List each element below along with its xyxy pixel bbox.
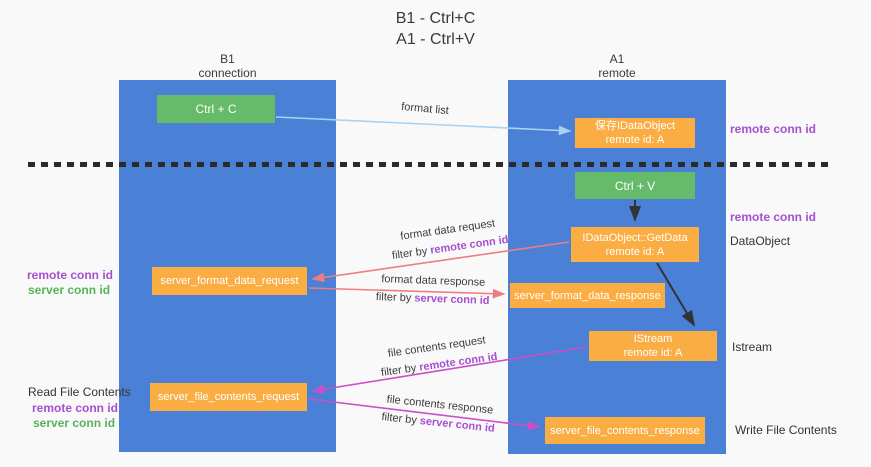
node-format-request-label: server_format_data_request	[160, 275, 299, 287]
node-server-format-data-request: server_format_data_request	[152, 267, 307, 295]
left-column-header: B1 connection	[119, 52, 336, 80]
left-label-server-conn-id-1: server conn id	[28, 283, 111, 297]
right-column-header: A1 remote	[508, 52, 726, 80]
node-server-file-contents-request: server_file_contents_request	[150, 383, 307, 411]
node-getdata-line2: remote id: A	[605, 245, 665, 258]
left-label-read-file-contents: Read File Contents	[28, 385, 131, 399]
node-file-request-label: server_file_contents_request	[157, 391, 300, 403]
right-header-role: remote	[598, 66, 636, 80]
edge-label-format-list: format list	[384, 97, 465, 122]
left-label-server-conn-id-2: server conn id	[33, 416, 116, 430]
node-ctrl-c-label: Ctrl + C	[195, 102, 237, 116]
node-save-idataobject-line2: remote id: A	[605, 134, 665, 146]
edge-label-file-contents-request: file contents request filter by remote c…	[372, 329, 504, 382]
node-format-response-label: server_format_data_response	[514, 289, 661, 302]
phase-separator-dashed-line	[28, 162, 834, 167]
node-getdata-line1: IDataObject::GetData	[582, 231, 688, 244]
node-ctrl-v: Ctrl + V	[575, 172, 695, 199]
left-label-remote-conn-id-1: remote conn id	[27, 268, 114, 282]
filter-by-text: filter by	[380, 361, 421, 380]
node-istream-line1: IStream	[633, 333, 673, 345]
right-header-name: A1	[609, 52, 625, 66]
right-label-dataobject: DataObject	[730, 234, 791, 248]
right-label-remote-conn-id-1: remote conn id	[730, 122, 817, 136]
server-conn-id-text: server conn id	[414, 292, 490, 307]
filter-by-text: filter by	[380, 411, 421, 428]
left-label-remote-conn-id-2: remote conn id	[32, 401, 119, 415]
node-istream: IStream remote id: A	[589, 331, 717, 361]
edge-label-format-list-text: format list	[400, 100, 450, 118]
right-label-remote-conn-id-2: remote conn id	[730, 210, 817, 224]
filter-by-text: filter by	[391, 244, 432, 263]
left-header-role: connection	[198, 66, 257, 80]
node-save-idataobject-line1: 保存IDataObject	[594, 120, 676, 132]
node-file-response-label: server_file_contents_response	[550, 424, 700, 437]
edge-label-format-data-response: format data response filter by server co…	[373, 270, 492, 310]
title-line-1: B1 - Ctrl+C	[395, 10, 476, 27]
node-server-format-data-response: server_format_data_response	[510, 283, 665, 308]
node-save-idataobject: 保存IDataObject remote id: A	[575, 118, 695, 148]
node-server-file-contents-response: server_file_contents_response	[545, 417, 705, 444]
server-conn-id-text: server conn id	[419, 415, 496, 435]
right-label-istream: Istream	[732, 340, 773, 354]
node-ctrl-v-label: Ctrl + V	[614, 178, 656, 193]
title-line-2: A1 - Ctrl+V	[396, 31, 475, 48]
node-ctrl-c: Ctrl + C	[157, 95, 275, 123]
diagram-title: B1 - Ctrl+C A1 - Ctrl+V	[0, 8, 871, 50]
node-istream-line2: remote id: A	[623, 347, 683, 359]
edge-label-format-data-request: format data request filter by remote con…	[376, 211, 522, 266]
right-label-write-file-contents: Write File Contents	[735, 423, 837, 437]
edge-label-file-contents-response: file contents response filter by server …	[374, 390, 503, 439]
node-idataobject-getdata: IDataObject::GetData remote id: A	[571, 227, 699, 262]
edge-label-format-response-line2: filter by server conn id	[373, 288, 492, 310]
left-header-name: B1	[220, 52, 235, 66]
filter-by-text: filter by	[375, 291, 415, 305]
